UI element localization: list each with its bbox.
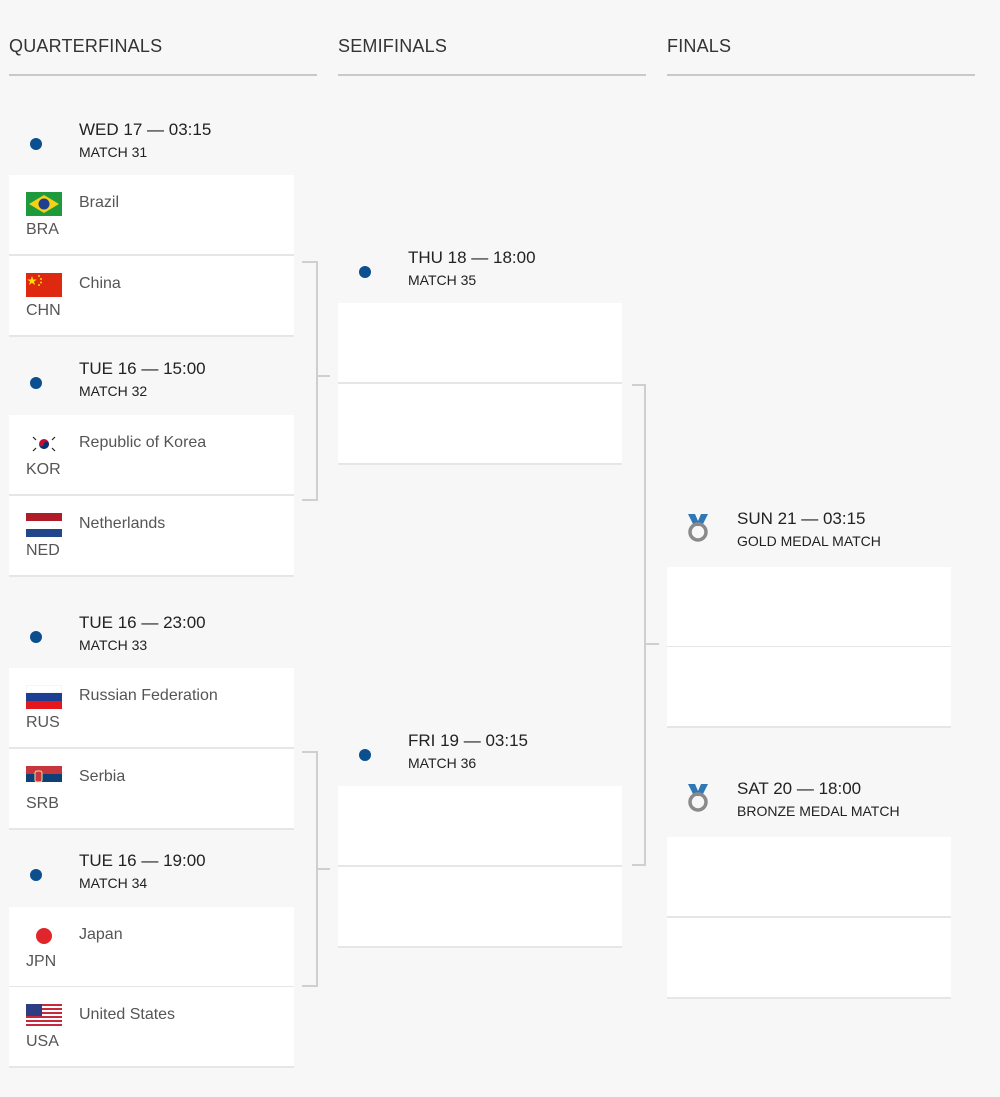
team-slot-empty [667, 837, 951, 918]
medal-icon [684, 782, 712, 814]
team-name: China [79, 275, 121, 292]
bracket-connector [302, 261, 318, 501]
match-number: MATCH 31 [79, 144, 148, 160]
japan-flag-icon [26, 924, 62, 948]
semifinals-header: SEMIFINALS [338, 36, 646, 76]
finals-header: FINALS [667, 36, 975, 76]
match-date: SUN 21 — 03:15 [737, 509, 866, 528]
match-header-36[interactable]: FRI 19 — 03:15 MATCH 36 [338, 729, 623, 789]
team-name: United States [79, 1006, 176, 1023]
bracket-connector-stub [316, 375, 330, 377]
match-date: TUE 16 — 23:00 [79, 613, 206, 632]
team-name: Brazil [79, 194, 120, 211]
match-header-34[interactable]: TUE 16 — 19:00 MATCH 34 [9, 849, 294, 909]
match-number: MATCH 35 [408, 272, 477, 288]
brazil-flag-icon [26, 192, 62, 216]
team-code: RUS [26, 714, 60, 731]
team-code: NED [26, 542, 60, 559]
gold-medal-match-header[interactable]: SUN 21 — 03:15 GOLD MEDAL MATCH [667, 507, 952, 567]
team-row-china[interactable]: CHN China [9, 256, 294, 337]
team-row-serbia[interactable]: SRB Serbia [9, 749, 294, 830]
bracket-connector [632, 384, 646, 866]
team-slot-empty [667, 567, 951, 648]
match-number: MATCH 36 [408, 755, 477, 771]
team-row-korea[interactable]: KOR Republic of Korea [9, 415, 294, 496]
team-code: KOR [26, 461, 61, 478]
semifinals-title: SEMIFINALS [338, 36, 448, 56]
team-row-netherlands[interactable]: NED Netherlands [9, 496, 294, 577]
match-date: FRI 19 — 03:15 [408, 731, 529, 750]
team-slot-empty [338, 303, 622, 384]
team-slot-empty [338, 786, 622, 867]
team-code: JPN [26, 953, 57, 970]
bronze-medal-match-header[interactable]: SAT 20 — 18:00 BRONZE MEDAL MATCH [667, 777, 952, 837]
team-slot-empty [667, 647, 951, 728]
team-code: BRA [26, 221, 59, 238]
match-header-35[interactable]: THU 18 — 18:00 MATCH 35 [338, 246, 623, 306]
match-status-dot-icon [30, 138, 42, 150]
match-date: SAT 20 — 18:00 [737, 779, 862, 798]
quarterfinals-title: QUARTERFINALS [9, 36, 163, 56]
match-number: MATCH 33 [79, 637, 148, 653]
team-row-russia[interactable]: RUS Russian Federation [9, 668, 294, 749]
team-name: Russian Federation [79, 687, 218, 704]
team-slot-empty [338, 384, 622, 465]
team-slot-empty [338, 867, 622, 948]
finals-title: FINALS [667, 36, 732, 56]
match-status-dot-icon [30, 377, 42, 389]
match-status-dot-icon [30, 631, 42, 643]
russia-flag-icon [26, 685, 62, 709]
team-name: Republic of Korea [79, 434, 207, 451]
china-flag-icon [26, 273, 62, 297]
match-date: TUE 16 — 15:00 [79, 359, 206, 378]
team-name: Netherlands [79, 515, 166, 532]
korea-flag-icon [26, 432, 62, 456]
team-name: Japan [79, 926, 123, 943]
bracket-connector-stub [644, 643, 659, 645]
match-header-31[interactable]: WED 17 — 03:15 MATCH 31 [9, 118, 294, 178]
team-code: USA [26, 1033, 59, 1050]
match-date: THU 18 — 18:00 [408, 248, 536, 267]
match-number: MATCH 34 [79, 875, 148, 891]
team-row-japan[interactable]: JPN Japan [9, 907, 294, 988]
team-slot-empty [667, 918, 951, 999]
match-title: BRONZE MEDAL MATCH [737, 803, 900, 819]
match-number: MATCH 32 [79, 383, 148, 399]
match-date: WED 17 — 03:15 [79, 120, 212, 139]
bracket-connector-stub [316, 868, 330, 870]
match-status-dot-icon [359, 749, 371, 761]
team-name: Serbia [79, 768, 126, 785]
match-header-33[interactable]: TUE 16 — 23:00 MATCH 33 [9, 611, 294, 671]
match-date: TUE 16 — 19:00 [79, 851, 206, 870]
match-status-dot-icon [359, 266, 371, 278]
team-row-brazil[interactable]: BRA Brazil [9, 175, 294, 256]
match-header-32[interactable]: TUE 16 — 15:00 MATCH 32 [9, 357, 294, 417]
medal-icon [684, 512, 712, 544]
team-row-usa[interactable]: USA United States [9, 987, 294, 1068]
serbia-flag-icon [26, 766, 62, 790]
match-status-dot-icon [30, 869, 42, 881]
netherlands-flag-icon [26, 513, 62, 537]
team-code: CHN [26, 302, 61, 319]
match-title: GOLD MEDAL MATCH [737, 533, 881, 549]
quarterfinals-header: QUARTERFINALS [9, 36, 317, 76]
team-code: SRB [26, 795, 59, 812]
usa-flag-icon [26, 1004, 62, 1028]
